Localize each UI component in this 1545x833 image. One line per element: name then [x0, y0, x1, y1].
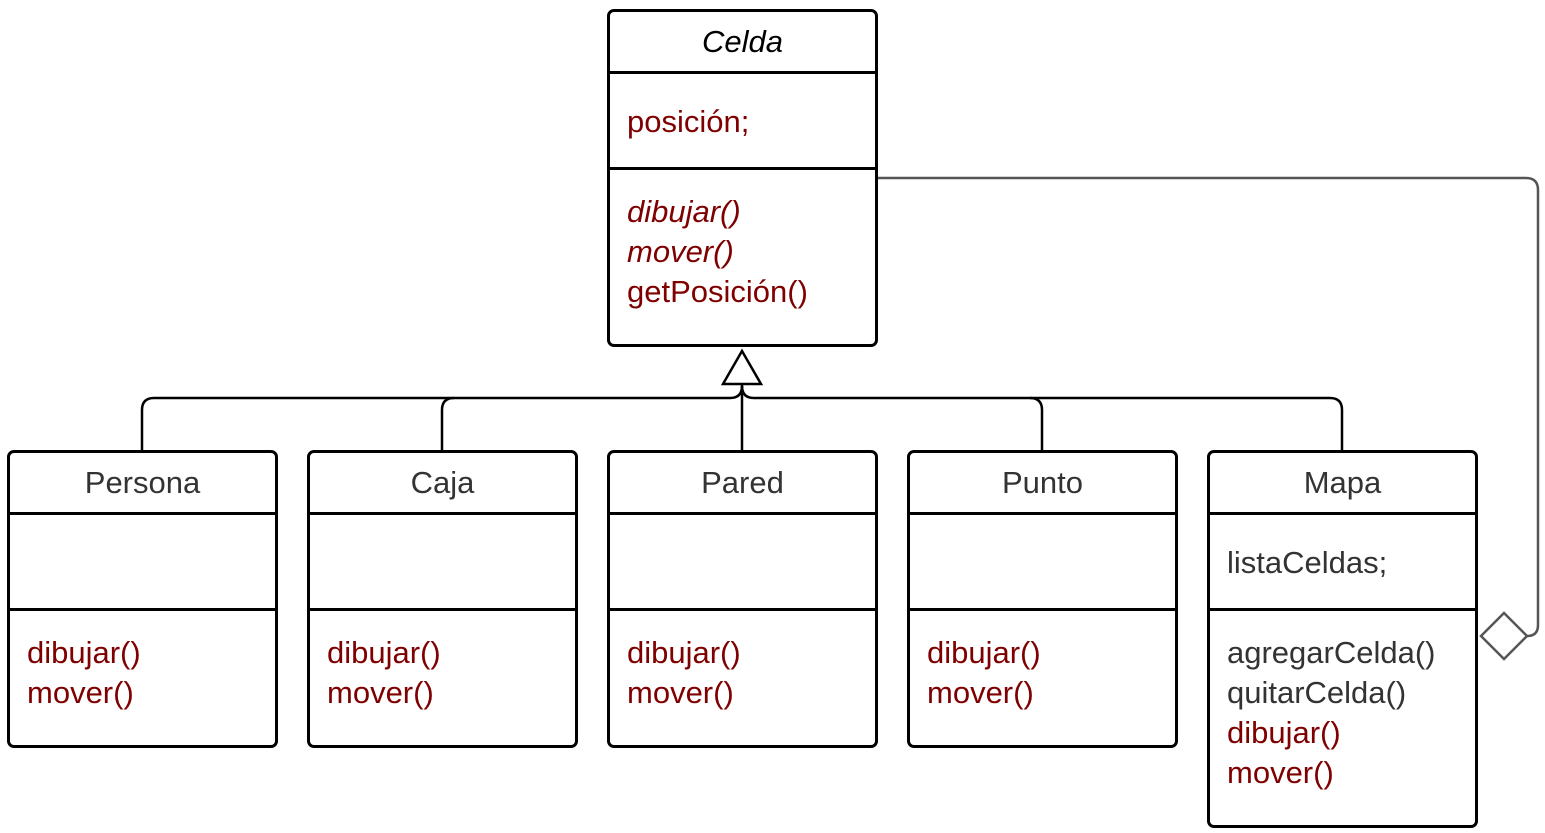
method: dibujar(): [327, 635, 441, 670]
generalization-arrowhead: [720, 348, 764, 386]
methods-compartment: dibujar() mover(): [910, 611, 1175, 745]
methods-compartment: dibujar() mover(): [10, 611, 275, 745]
method: mover(): [627, 675, 734, 710]
method: mover(): [627, 234, 734, 269]
class-mapa[interactable]: Mapa listaCeldas; agregarCelda() quitarC…: [1207, 450, 1478, 828]
attribute: posición;: [627, 104, 750, 139]
methods-compartment: dibujar() mover(): [310, 611, 575, 745]
method: dibujar(): [27, 635, 141, 670]
class-name: Pared: [610, 453, 875, 515]
method: getPosición(): [627, 274, 808, 309]
generalization-line-caja: [440, 396, 455, 450]
method: dibujar(): [927, 635, 1041, 670]
attributes-compartment: [910, 515, 1175, 611]
class-name: Mapa: [1210, 453, 1475, 515]
class-pared[interactable]: Pared dibujar() mover(): [607, 450, 878, 748]
attributes-compartment: listaCeldas;: [1210, 515, 1475, 611]
aggregation-line: [877, 176, 1540, 638]
method: mover(): [927, 675, 1034, 710]
methods-compartment: dibujar() mover() getPosición(): [610, 170, 875, 344]
generalization-line-mapa: [740, 385, 1344, 450]
attributes-compartment: [610, 515, 875, 611]
method: agregarCelda(): [1227, 635, 1436, 670]
methods-compartment: agregarCelda() quitarCelda() dibujar() m…: [1210, 611, 1475, 825]
generalization-line-punto: [1029, 396, 1044, 450]
methods-compartment: dibujar() mover(): [610, 611, 875, 745]
aggregation-diamond: [1479, 611, 1529, 661]
method: dibujar(): [627, 635, 741, 670]
class-name: Persona: [10, 453, 275, 515]
attributes-compartment: [310, 515, 575, 611]
generalization-line-persona: [140, 385, 744, 450]
method: mover(): [1227, 755, 1334, 790]
method: dibujar(): [627, 194, 741, 229]
class-celda[interactable]: Celda posición; dibujar() mover() getPos…: [607, 9, 878, 347]
method: quitarCelda(): [1227, 675, 1407, 710]
method: mover(): [327, 675, 434, 710]
attributes-compartment: [10, 515, 275, 611]
attribute: listaCeldas;: [1227, 545, 1388, 580]
class-persona[interactable]: Persona dibujar() mover(): [7, 450, 278, 748]
class-name: Punto: [910, 453, 1175, 515]
method: mover(): [27, 675, 134, 710]
method: dibujar(): [1227, 715, 1341, 750]
class-punto[interactable]: Punto dibujar() mover(): [907, 450, 1178, 748]
class-name: Celda: [610, 12, 875, 74]
attributes-compartment: posición;: [610, 74, 875, 170]
class-name: Caja: [310, 453, 575, 515]
class-caja[interactable]: Caja dibujar() mover(): [307, 450, 578, 748]
